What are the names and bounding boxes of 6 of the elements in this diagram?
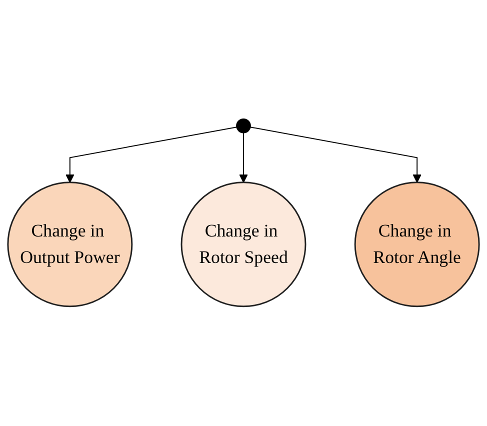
arrow: [250, 126, 422, 184]
node-circle: Change in Rotor Angle: [354, 182, 480, 308]
arrow: [66, 126, 238, 184]
node-circle: Change in Rotor Speed: [180, 182, 306, 308]
node-circle: Change in Output Power: [7, 182, 133, 308]
arrow: [239, 132, 248, 184]
